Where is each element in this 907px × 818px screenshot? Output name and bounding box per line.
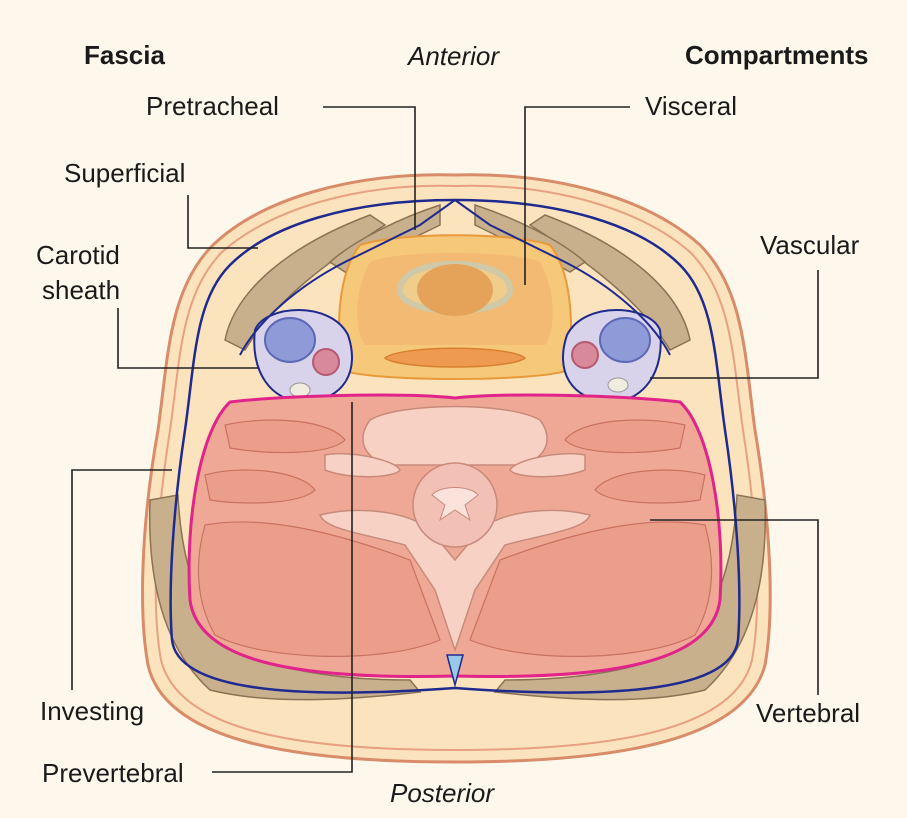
transverse-process-right bbox=[509, 452, 586, 478]
longus-colli-right bbox=[564, 419, 686, 454]
carotid-artery-left bbox=[312, 348, 340, 376]
vagus-nerve-left bbox=[289, 382, 311, 398]
jugular-vein-left bbox=[264, 317, 316, 363]
fascia-header: Fascia bbox=[84, 40, 165, 70]
leader-investing bbox=[71, 469, 172, 690]
leader-prevertebral bbox=[212, 402, 353, 773]
carotid-artery-right bbox=[571, 341, 599, 369]
leader-vascular bbox=[650, 270, 819, 379]
leader-carotid bbox=[117, 308, 258, 369]
sternocleidomastoid-right bbox=[528, 214, 691, 351]
longus-colli-left bbox=[224, 419, 346, 454]
label-prevertebral: Prevertebral bbox=[42, 758, 184, 788]
label-investing: Investing bbox=[40, 696, 145, 726]
label-pretracheal: Pretracheal bbox=[146, 91, 279, 121]
anterior-label: Anterior bbox=[408, 41, 500, 71]
esophagus bbox=[383, 347, 527, 368]
investing-fascia bbox=[169, 198, 741, 694]
investing-fascia-inner bbox=[239, 198, 671, 356]
label-carotid-line1: Carotid bbox=[36, 240, 120, 270]
superficial-fascia-layer bbox=[154, 184, 759, 752]
label-carotid-line2: sheath bbox=[42, 275, 121, 305]
spinal-cord-gray-matter bbox=[431, 487, 479, 522]
leader-superficial bbox=[187, 195, 258, 249]
label-superficial: Superficial bbox=[64, 158, 186, 188]
deep-back-muscle-left bbox=[197, 521, 441, 658]
leader-pretracheal bbox=[323, 106, 416, 230]
posterior-label: Posterior bbox=[390, 778, 495, 808]
lamina bbox=[319, 509, 591, 653]
scalene-right bbox=[594, 469, 706, 504]
compartments-header: Compartments bbox=[685, 40, 869, 70]
label-vertebral: Vertebral bbox=[756, 698, 861, 728]
leader-vertebral bbox=[650, 519, 819, 695]
scalene-left bbox=[204, 469, 316, 504]
deep-back-muscle-right bbox=[469, 521, 713, 658]
vertebral-body bbox=[362, 405, 548, 466]
label-vascular: Vascular bbox=[760, 230, 860, 260]
label-visceral: Visceral bbox=[645, 91, 738, 121]
tracheal-lumen bbox=[417, 264, 493, 316]
vagus-nerve-right bbox=[607, 377, 629, 393]
transverse-process-left bbox=[324, 452, 401, 478]
leader-visceral bbox=[524, 106, 630, 285]
jugular-vein-right bbox=[599, 317, 651, 363]
nuchal-ligament bbox=[446, 654, 464, 688]
